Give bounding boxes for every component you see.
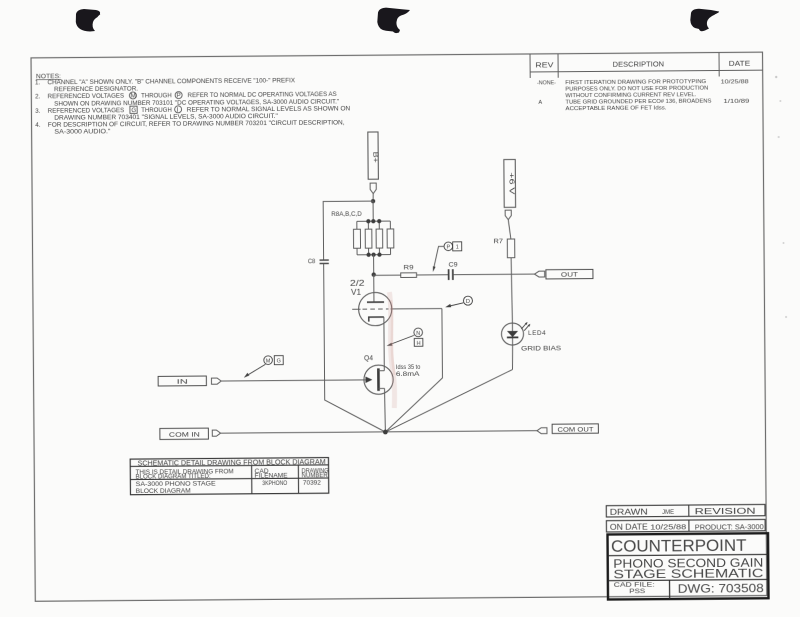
svg-text:SA-3000 PHONO STAGE: SA-3000 PHONO STAGE [136,481,216,488]
svg-text:COM OUT: COM OUT [557,426,593,433]
svg-text:ACCEPTABLE RANGE OF FET Idss.: ACCEPTABLE RANGE OF FET Idss. [565,105,667,112]
svg-text:H: H [417,341,421,347]
svg-text:REFER TO NORMAL DC OPERATING V: REFER TO NORMAL DC OPERATING VOLTAGES AS [188,91,337,99]
svg-text:THROUGH: THROUGH [141,107,172,114]
svg-text:NUMBER: NUMBER [302,473,329,479]
svg-text:GRID BIAS: GRID BIAS [521,345,562,352]
svg-text:1/10/89: 1/10/89 [723,99,749,105]
svg-text:2.: 2. [35,94,40,101]
svg-text:OUT: OUT [561,272,578,279]
svg-text:ON DATE: ON DATE [610,523,648,532]
svg-text:-NONE-: -NONE- [537,80,556,86]
svg-text:BLOCK DIAGRAM: BLOCK DIAGRAM [136,488,191,494]
svg-text:R9: R9 [403,264,414,271]
svg-text:1: 1 [456,245,459,251]
svg-text:SCHEMATIC DETAIL DRAWING FROM: SCHEMATIC DETAIL DRAWING FROM BLOCK DIAG… [138,457,326,467]
svg-text:C8: C8 [308,258,316,265]
svg-text:PSS: PSS [629,588,645,595]
svg-text:TUBE GRID GROUNDED PER ECO# 13: TUBE GRID GROUNDED PER ECO# 136, BROADEN… [565,99,711,106]
svg-text:WITHOUT CONFIRMING CURRENT REV: WITHOUT CONFIRMING CURRENT REV LEVEL. [565,92,696,99]
svg-text:N: N [416,331,420,337]
svg-text:STAGE SCHEMATIC: STAGE SCHEMATIC [613,566,764,581]
svg-text:JME: JME [662,510,674,516]
svg-text:C9: C9 [449,262,459,269]
svg-text:10/25/88: 10/25/88 [650,524,686,531]
svg-text:Q4: Q4 [364,355,373,362]
svg-text:3KPHONO: 3KPHONO [262,481,287,487]
svg-text:M: M [266,358,271,364]
svg-text:DRAWN: DRAWN [610,507,648,516]
svg-text:FIRST ITERATION DRAWING FOR PR: FIRST ITERATION DRAWING FOR PROTOTYPING [565,79,706,86]
svg-text:6.8mA: 6.8mA [396,372,420,378]
svg-text:P: P [177,92,181,99]
svg-text:PURPOSES ONLY. DO NOT USE FOR: PURPOSES ONLY. DO NOT USE FOR PRODUCTION [565,85,708,92]
svg-text:SA-3000 AUDIO.": SA-3000 AUDIO." [54,128,110,135]
svg-text:THIS IS DETAIL DRAWING FROM: THIS IS DETAIL DRAWING FROM [136,469,234,476]
svg-text:DRAWING: DRAWING [302,469,329,475]
svg-text:REFERENCED VOLTAGES: REFERENCED VOLTAGES [48,107,125,115]
svg-text:4.: 4. [35,122,40,129]
svg-text:DESCRIPTION: DESCRIPTION [613,59,665,68]
svg-text:PHONO SECOND GAIN: PHONO SECOND GAIN [613,556,763,571]
svg-text:REFERENCED VOLTAGES: REFERENCED VOLTAGES [48,93,125,101]
svg-text:Idss 35 to: Idss 35 to [396,365,421,371]
svg-text:THROUGH: THROUGH [141,92,172,99]
svg-text:1.: 1. [35,79,40,86]
svg-text:R8A,B,C,D: R8A,B,C,D [331,211,362,218]
svg-text:REFERENCE DESIGNATOR.: REFERENCE DESIGNATOR. [54,86,138,94]
svg-text:LED4: LED4 [528,330,546,337]
svg-text:REVISION: REVISION [695,507,756,516]
svg-text:+6 V: +6 V [507,172,514,195]
svg-text:I: I [177,107,179,114]
svg-text:3.: 3. [35,108,40,115]
svg-text:CHANNEL "A" SHOWN ONLY. "B" CH: CHANNEL "A" SHOWN ONLY. "B" CHANNEL COMP… [47,77,295,86]
svg-text:A: A [538,100,542,106]
svg-text:PRODUCT: SA-3000: PRODUCT: SA-3000 [695,522,764,532]
svg-text:FOR DESCRIPTION OF CIRCUIT, RE: FOR DESCRIPTION OF CIRCUIT, REFER TO DRA… [48,120,345,129]
svg-text:70392: 70392 [303,480,322,486]
svg-text:G: G [131,107,136,114]
svg-text:M: M [131,93,136,100]
svg-text:COUNTERPOINT: COUNTERPOINT [611,536,747,556]
svg-text:DWG: 703508: DWG: 703508 [678,581,764,596]
svg-text:B+: B+ [371,152,378,163]
svg-text:CAD: CAD [255,469,270,475]
svg-text:SHOWN ON DRAWING NUMBER 703101: SHOWN ON DRAWING NUMBER 703101 "DC OPERA… [54,98,339,107]
svg-text:V1: V1 [351,288,361,297]
svg-text:P: P [446,245,450,251]
svg-text:G: G [277,358,281,364]
svg-text:REFER TO NORMAL SIGNAL LEVELS: REFER TO NORMAL SIGNAL LEVELS AS SHOWN O… [187,105,351,113]
svg-text:DRAWING NUMBER 703401 "SIGNAL: DRAWING NUMBER 703401 "SIGNAL LEVELS, SA… [54,113,278,122]
svg-text:FILENAME: FILENAME [255,473,288,479]
svg-text:COM IN: COM IN [169,432,200,439]
svg-text:10/25/88: 10/25/88 [721,79,749,85]
svg-text:R7: R7 [493,238,503,245]
svg-text:CAD FILE:: CAD FILE: [614,581,655,588]
svg-text:BLOCK DIAGRAM TITLED:: BLOCK DIAGRAM TITLED: [136,474,211,481]
svg-text:DATE: DATE [729,59,750,68]
svg-text:REV: REV [535,60,553,69]
svg-text:2/2: 2/2 [350,279,365,288]
svg-text:IN: IN [177,379,189,386]
svg-text:D: D [466,299,470,305]
svg-text:NOTES:: NOTES: [36,73,61,80]
